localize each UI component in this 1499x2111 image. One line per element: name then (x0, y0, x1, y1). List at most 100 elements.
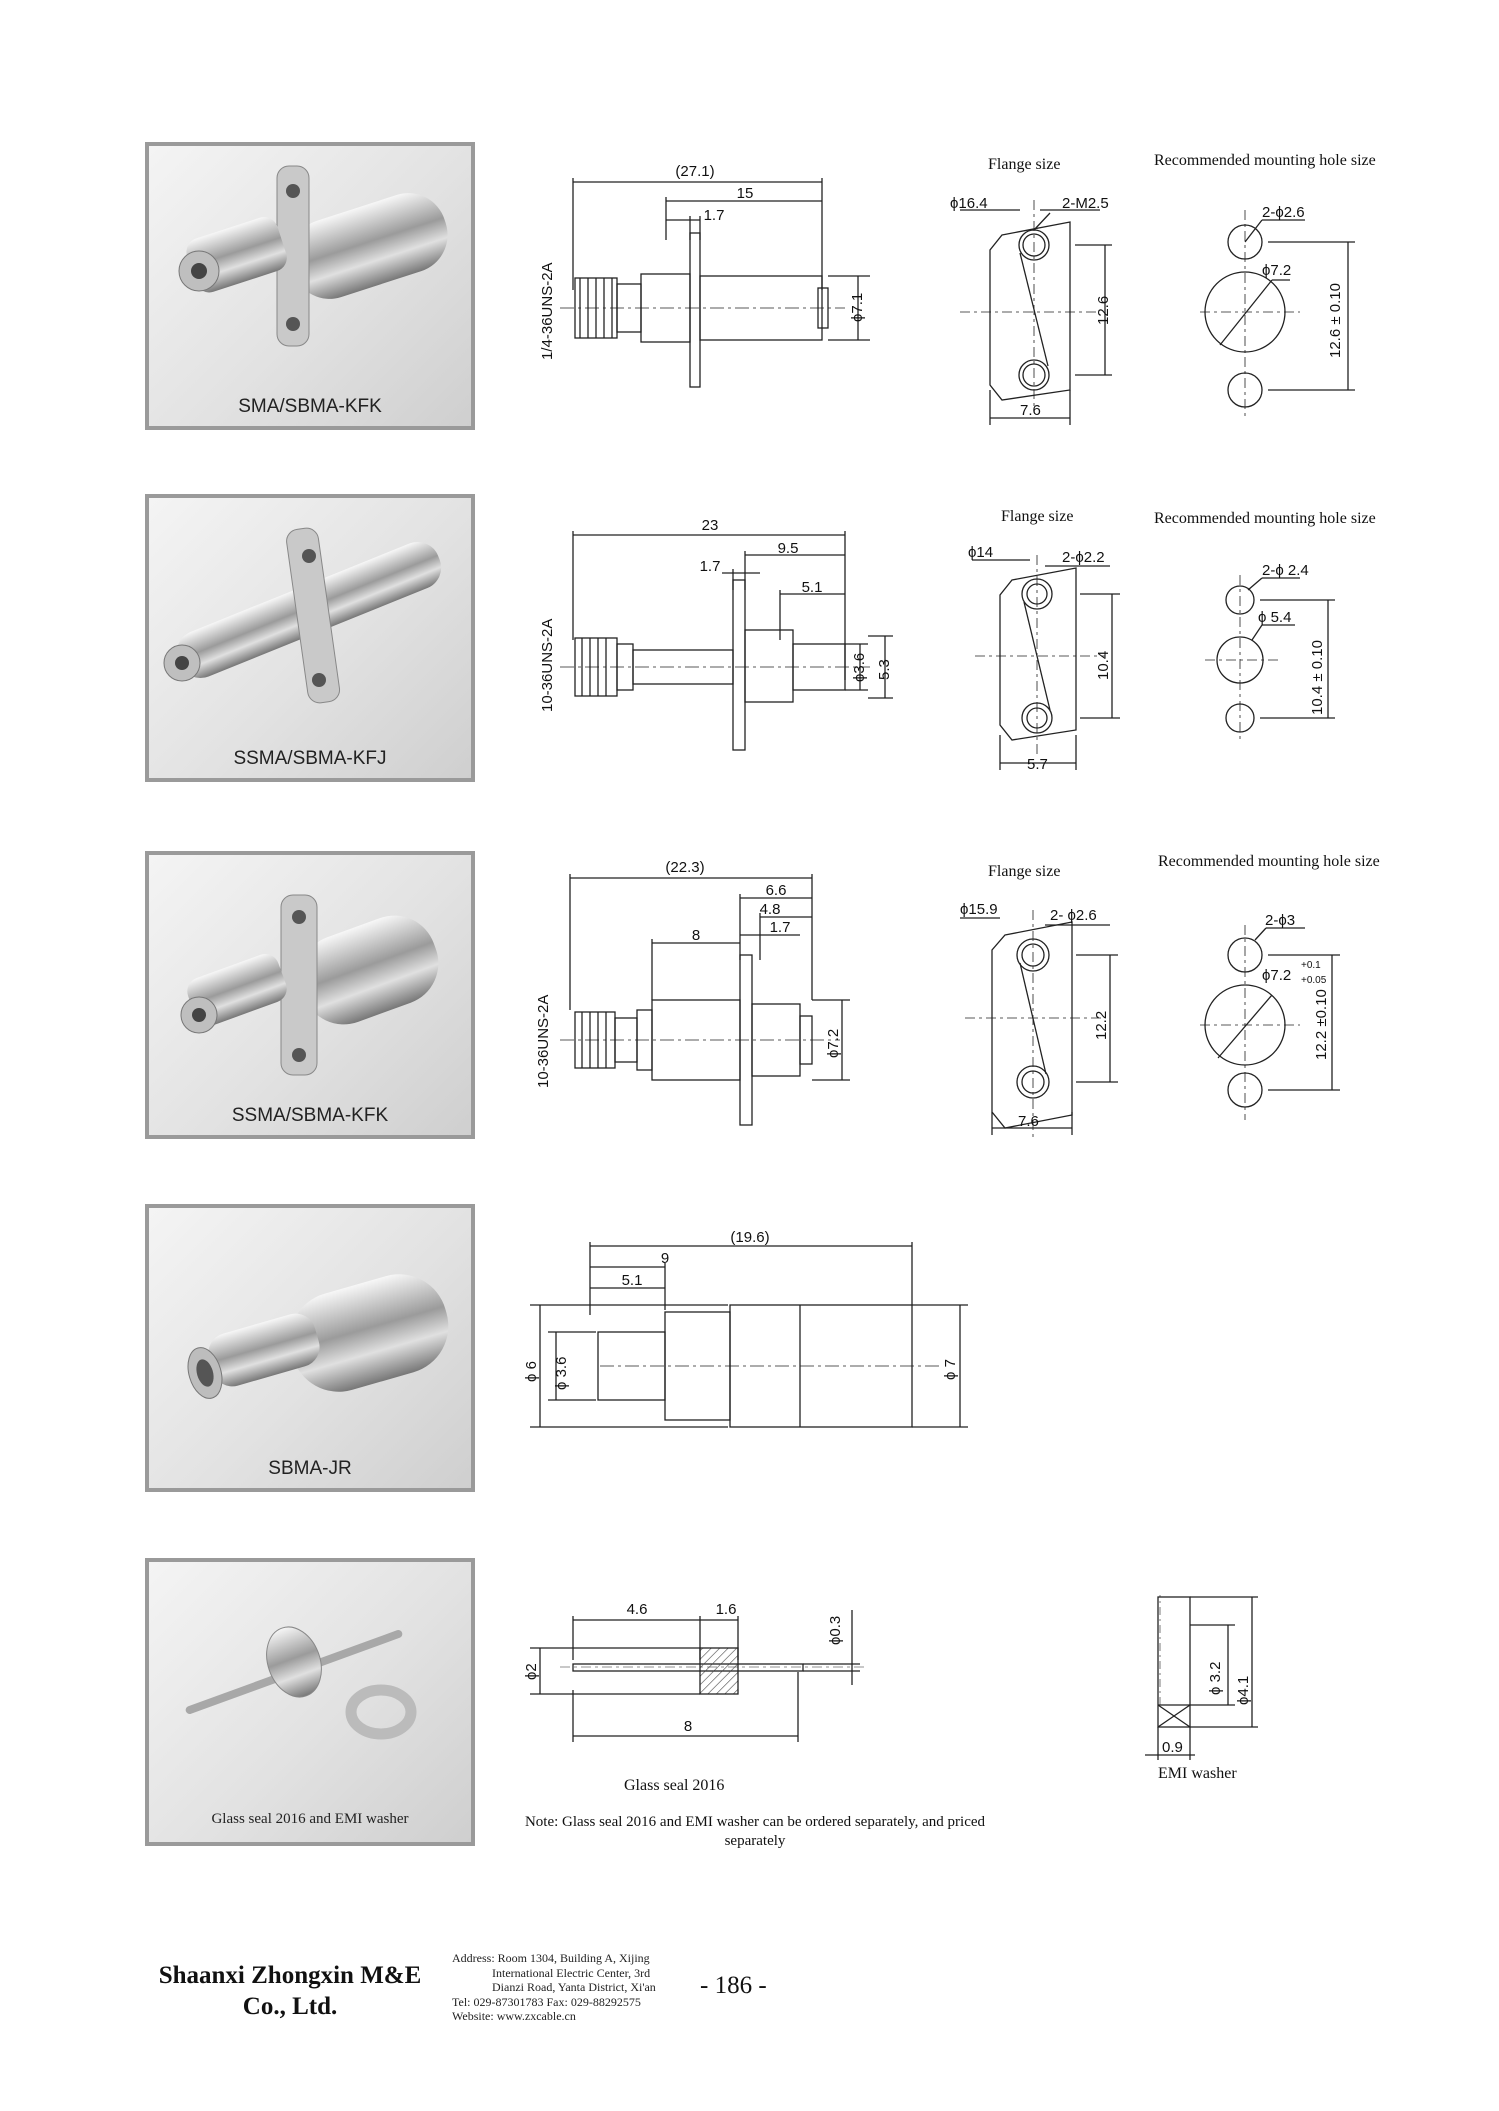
flange-size-label: Flange size (988, 863, 1061, 880)
dim-label: (22.3) (665, 859, 704, 876)
dim-label: 12.2 (1093, 1011, 1110, 1040)
dim-label: (27.1) (675, 163, 714, 180)
dim-label: 8 (692, 927, 700, 944)
dim-label: 2-ϕ2.2 (1062, 549, 1105, 566)
dim-label: 12.2 ±0.10 (1313, 989, 1330, 1060)
product-caption: Glass seal 2016 and EMI washer (211, 1811, 409, 1827)
product-photo-sma-kfk: SMA/SBMA-KFK (145, 142, 475, 430)
dim-label: (19.6) (730, 1229, 769, 1246)
dim-label: ϕ 6 (523, 1361, 540, 1382)
drawing-row3-flange (960, 910, 1118, 1140)
dim-label: 6.6 (766, 882, 787, 899)
drawing-row2-mounting-hole (1205, 575, 1335, 740)
dim-label: 10.4 (1095, 651, 1112, 680)
dim-label: 2-ϕ3 (1265, 912, 1295, 929)
dim-label: 4.6 (627, 1601, 648, 1618)
ordering-note: Note: Glass seal 2016 and EMI washer can… (524, 1814, 986, 1849)
drawing-row5-glass-seal (530, 1610, 865, 1742)
mounting-hole-label: Recommended mounting hole size (1158, 853, 1380, 870)
drawing-row5-emi-washer (1145, 1595, 1258, 1760)
dim-label: 0.9 (1162, 1739, 1183, 1756)
product-caption: SSMA/SBMA-KFK (231, 1105, 389, 1126)
tolerance-lower: +0.05 (1301, 975, 1327, 986)
dim-label: 9.5 (778, 540, 799, 557)
dim-label: ϕ7.2 (825, 1029, 842, 1058)
contact-line: Tel: 029-87301783 Fax: 029-88292575 (452, 1994, 641, 2009)
drawing-row3-mounting-hole (1200, 925, 1340, 1120)
dim-label: 15 (737, 185, 754, 202)
drawing-row4-side-view (530, 1242, 968, 1428)
dim-label: 10.4 ± 0.10 (1309, 640, 1326, 715)
tolerance-upper: +0.1 (1301, 960, 1321, 971)
product-photo-sbma-jr: SBMA-JR (145, 1204, 475, 1492)
dim-label: 2-ϕ2.6 (1262, 204, 1305, 221)
company-name: Shaanxi Zhongxin M&E Co., Ltd. (158, 1962, 422, 2020)
dim-label: 12.6 (1095, 296, 1112, 325)
connector-illustration (178, 165, 448, 347)
dim-label: 5.1 (622, 1272, 643, 1289)
dim-label: 5.1 (802, 579, 823, 596)
dim-label: ϕ7.2 (1262, 262, 1291, 279)
drawing-row2-flange (972, 555, 1120, 770)
dim-label: ϕ2 (523, 1663, 540, 1680)
flange-size-label: Flange size (1001, 508, 1074, 525)
dim-label: 9 (661, 1250, 669, 1267)
product-caption: SSMA/SBMA-KFJ (233, 748, 387, 769)
dim-label: 2- ϕ2.6 (1050, 907, 1097, 924)
dim-label: 12.6 ± 0.10 (1327, 283, 1344, 358)
product-photo-ssma-kfk: SSMA/SBMA-KFK (145, 851, 475, 1139)
dim-label: ϕ 5.4 (1258, 609, 1291, 626)
dim-label: 8 (684, 1718, 692, 1735)
thread-label: 10-36UNS-2A (535, 995, 552, 1088)
dim-label: ϕ 3.2 (1207, 1662, 1224, 1695)
dim-label: ϕ15.9 (960, 901, 998, 918)
product-photo-ssma-kfj: SSMA/SBMA-KFJ (145, 494, 475, 782)
drawing-row2-side-view (560, 531, 893, 751)
dim-label: 7.6 (1018, 1113, 1039, 1130)
dim-label: ϕ16.4 (950, 195, 988, 212)
glass-seal-illustration (185, 1626, 417, 1740)
drawing-row1-side-view (560, 178, 870, 388)
product-caption: SBMA-JR (268, 1458, 352, 1479)
connector-illustration (187, 1274, 449, 1399)
drawing-row3-side-view (560, 874, 850, 1126)
dim-label: 1.7 (704, 207, 725, 224)
dim-label: 1.7 (700, 558, 721, 575)
flange-size-label: Flange size (988, 156, 1061, 173)
address-line: International Electric Center, 3rd (492, 1965, 651, 1980)
dim-label: 23 (702, 517, 719, 534)
dim-label: ϕ 7 (942, 1359, 959, 1380)
dim-label: 5.3 (876, 659, 893, 680)
company-address: Address: Room 1304, Building A, Xijing I… (452, 1951, 687, 2024)
dim-label: ϕ7.1 (849, 293, 866, 322)
dim-label: 2-ϕ 2.4 (1262, 562, 1309, 579)
product-caption: SMA/SBMA-KFK (238, 396, 382, 417)
emi-washer-label: EMI washer (1158, 1765, 1237, 1782)
mounting-hole-label: Recommended mounting hole size (1154, 510, 1376, 527)
dim-label: 1.7 (770, 919, 791, 936)
dim-label: ϕ 3.6 (553, 1357, 570, 1390)
dim-label: 4.8 (760, 901, 781, 918)
dim-label: 5.7 (1027, 756, 1048, 773)
dim-label: ϕ14 (968, 544, 993, 561)
address-line: Dianzi Road, Yanta District, Xi'an (492, 1980, 656, 1994)
connector-illustration (180, 894, 439, 1076)
drawing-row1-flange (960, 200, 1112, 425)
website-line: Website: www.zxcable.cn (452, 2009, 576, 2023)
drawing-row1-mounting-hole (1200, 210, 1355, 420)
connector-illustration (163, 527, 442, 704)
dim-label: 7.6 (1020, 402, 1041, 419)
dim-label: 1.6 (716, 1601, 737, 1618)
dim-label: 2-M2.5 (1062, 195, 1109, 212)
page-number: - 186 - (700, 1972, 767, 1999)
thread-label: 1/4-36UNS-2A (539, 262, 556, 360)
mounting-hole-label: Recommended mounting hole size (1154, 152, 1376, 169)
dim-label: ϕ4.1 (1235, 1676, 1252, 1705)
glass-seal-label: Glass seal 2016 (624, 1777, 725, 1794)
dim-label: ϕ0.3 (827, 1616, 844, 1645)
product-photo-glass-seal: Glass seal 2016 and EMI washer (145, 1558, 475, 1846)
dim-label: ϕ7.2 (1262, 967, 1291, 984)
address-line: Address: Room 1304, Building A, Xijing (452, 1951, 650, 1965)
thread-label: 10-36UNS-2A (539, 619, 556, 712)
